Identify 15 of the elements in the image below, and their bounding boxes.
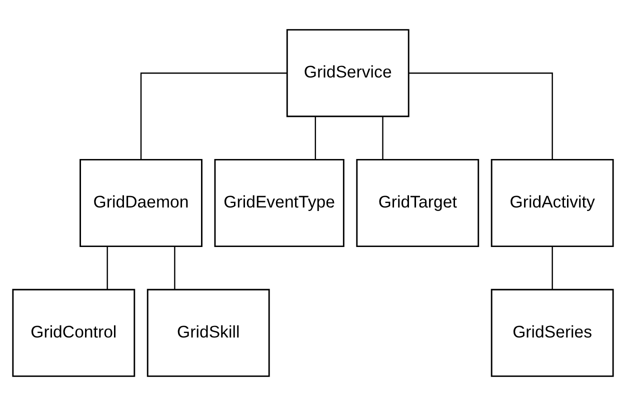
connector — [314, 116, 316, 160]
connector — [408, 72, 553, 160]
connector — [106, 246, 108, 290]
node-box: GridControl — [12, 288, 136, 377]
node-box: GridDaemon — [80, 158, 202, 248]
connector — [552, 246, 553, 290]
node-box: GridService — [286, 29, 410, 118]
connector — [140, 72, 287, 160]
node-box: GridEventType — [214, 158, 344, 248]
node-box: GridTarget — [356, 158, 480, 248]
node-box: GridSeries — [490, 288, 614, 377]
node-box: GridSkill — [146, 288, 270, 377]
connector — [174, 246, 176, 290]
connector — [382, 116, 384, 160]
node-box: GridActivity — [490, 158, 614, 248]
